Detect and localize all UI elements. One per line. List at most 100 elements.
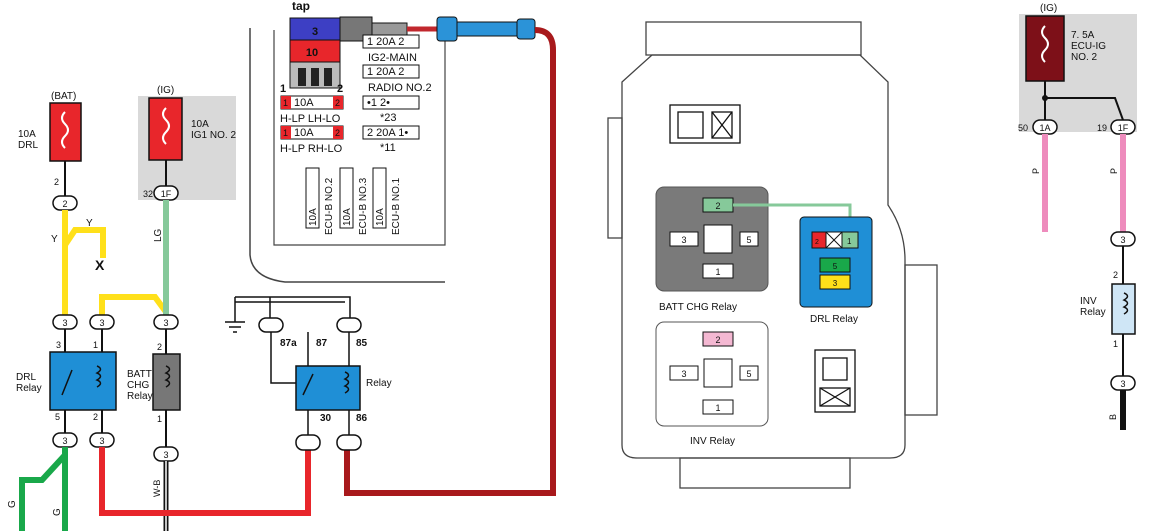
wire-pink	[1042, 134, 1126, 232]
svg-text:3: 3	[56, 340, 61, 350]
svg-text:1: 1	[847, 237, 852, 246]
wire-label: G	[7, 500, 18, 508]
svg-text:5: 5	[746, 369, 751, 379]
svg-text:2: 2	[715, 335, 720, 345]
svg-text:3: 3	[681, 369, 686, 379]
wire-darkred	[344, 27, 556, 496]
svg-text:1: 1	[715, 403, 720, 413]
svg-text:Relay: Relay	[1080, 307, 1106, 318]
svg-text:3: 3	[62, 318, 67, 328]
svg-text:87: 87	[316, 338, 328, 349]
pin-label: 2	[337, 83, 343, 95]
svg-text:10A: 10A	[18, 129, 36, 140]
connector-3-right: 3	[1110, 231, 1136, 247]
svg-text:1F: 1F	[1118, 123, 1129, 133]
wires-black	[64, 329, 167, 354]
svg-text:ECU-B NO.1: ECU-B NO.1	[391, 177, 402, 235]
wire-label: Y	[86, 218, 93, 229]
svg-text:86: 86	[356, 413, 368, 424]
tap-label: tap	[292, 0, 310, 13]
svg-text:H-LP LH-LO: H-LP LH-LO	[280, 113, 341, 125]
fuse-box-outline	[249, 28, 446, 283]
svg-text:RADIO NO.2: RADIO NO.2	[368, 82, 432, 94]
svg-text:DRL: DRL	[18, 140, 38, 151]
svg-text:1: 1	[715, 267, 720, 277]
relay-box-outline	[607, 21, 938, 489]
svg-text:1: 1	[157, 414, 162, 424]
fuse-drl: 10A DRL	[18, 102, 82, 162]
x-mark: X	[95, 257, 105, 273]
svg-text:1: 1	[283, 98, 288, 108]
svg-text:1A: 1A	[1039, 123, 1050, 133]
svg-text:IG1 NO. 2: IG1 NO. 2	[191, 130, 236, 141]
svg-text:2: 2	[157, 342, 162, 352]
svg-text:3: 3	[681, 235, 686, 245]
svg-text:3: 3	[163, 450, 168, 460]
fuse-socket	[289, 61, 341, 89]
fuse-ecu-ig: 7. 5A ECU-IG NO. 2	[1025, 15, 1106, 82]
svg-text:87a: 87a	[280, 338, 297, 349]
svg-text:1: 1	[93, 340, 98, 350]
svg-text:10A: 10A	[191, 119, 209, 130]
inv-relay: 2 1 INV Relay	[1080, 270, 1136, 349]
svg-text:3: 3	[833, 279, 838, 288]
connector-1f: 1F 32	[143, 185, 179, 201]
wire-yellow	[62, 210, 169, 318]
svg-text:2: 2	[62, 199, 67, 209]
pin-label: 1	[280, 83, 286, 95]
connector-icon	[669, 104, 741, 144]
wire-label: LG	[153, 228, 164, 242]
svg-text:NO. 2: NO. 2	[1071, 52, 1098, 63]
wire-label: G	[52, 508, 63, 516]
svg-text:10A: 10A	[375, 208, 386, 226]
connector-3: 3 3 3	[52, 314, 179, 330]
svg-text:5: 5	[746, 235, 751, 245]
svg-text:1: 1	[283, 128, 288, 138]
svg-text:DRL: DRL	[16, 372, 36, 383]
fuse-ecu-b: 10A ECU-B NO.2 10A ECU-B NO.3 10A ECU-B …	[305, 167, 402, 235]
svg-text:ECU-IG: ECU-IG	[1071, 41, 1106, 52]
mini-fuse-red: 10	[289, 39, 341, 63]
wire-g	[19, 447, 68, 531]
relay: Relay 87a 87 85 30 86	[280, 338, 392, 424]
fuse-h-lp: 1 10A 2 H-LP LH-LO 1 10A 2 H-LP RH-LO	[280, 95, 344, 155]
wire-label: P	[1109, 168, 1119, 174]
bat-label: (BAT)	[51, 91, 76, 102]
ground-symbol	[225, 296, 351, 333]
batt-chg-relay: 2 1 BATT CHG Relay	[127, 342, 181, 424]
wire-red	[99, 447, 311, 516]
wire-label: Y	[51, 234, 58, 245]
svg-text:1: 1	[1113, 339, 1118, 349]
ig-label: (IG)	[157, 85, 174, 96]
svg-text:32: 32	[143, 189, 153, 199]
connector-icon-2	[814, 349, 856, 413]
svg-text:H-LP RH-LO: H-LP RH-LO	[280, 143, 343, 155]
svg-text:2: 2	[715, 201, 720, 211]
inv-relay-socket: 2 3 5 1	[655, 321, 769, 427]
svg-text:3: 3	[62, 436, 67, 446]
svg-text:Relay: Relay	[127, 391, 153, 402]
pin-label: 2	[54, 177, 59, 187]
fuse-ig1: 10A IG1 NO. 2	[148, 97, 236, 161]
svg-text:2 20A 1•: 2 20A 1•	[367, 127, 408, 139]
drl-relay: 3 1 5 2 DRL Relay	[16, 340, 117, 422]
svg-text:3: 3	[1120, 379, 1125, 389]
svg-text:2: 2	[335, 128, 340, 138]
wire-label: W-B	[152, 480, 162, 497]
svg-text:ECU-B NO.2: ECU-B NO.2	[324, 177, 335, 235]
svg-text:5: 5	[833, 262, 838, 271]
drl-relay-socket: 2 1 5 3	[799, 216, 873, 308]
connector-3-right-lower: 3	[1110, 375, 1136, 391]
svg-text:IG2-MAIN: IG2-MAIN	[368, 52, 417, 64]
svg-text:*23: *23	[380, 112, 397, 124]
svg-text:Relay: Relay	[16, 383, 42, 394]
svg-text:10A: 10A	[308, 208, 319, 226]
connector-3-lower: 3 3 3	[52, 432, 179, 462]
svg-text:ECU-B NO.3: ECU-B NO.3	[358, 177, 369, 235]
connector-1f-right: 1F 19	[1097, 119, 1136, 135]
svg-text:3: 3	[99, 318, 104, 328]
svg-text:85: 85	[356, 338, 368, 349]
connector-relay-bottom	[295, 434, 362, 451]
svg-text:2: 2	[815, 239, 819, 246]
